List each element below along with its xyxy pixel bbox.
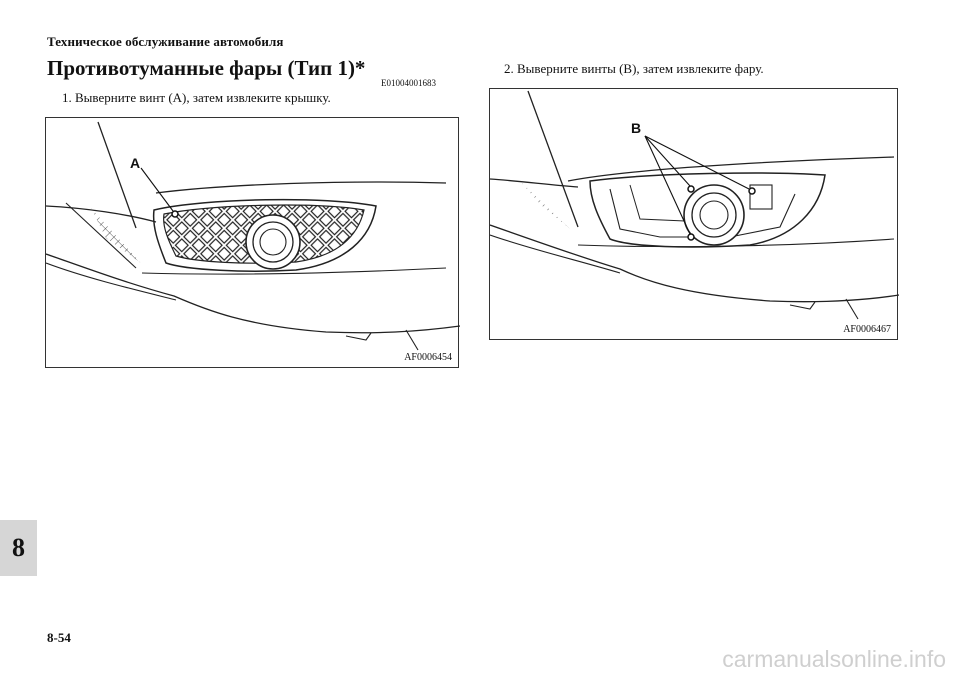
- figure-remove-fog-lamp: B AF0006467: [489, 88, 899, 340]
- callout-label-b: B: [631, 120, 642, 136]
- chapter-tab: [0, 520, 37, 576]
- step-1-text: 1. Выверните винт (A), затем извлеките к…: [62, 90, 331, 105]
- page-number: 8-54: [47, 630, 71, 645]
- chapter-number: 8: [12, 533, 25, 562]
- figure-2-code: AF0006467: [843, 324, 891, 335]
- figure-remove-cover: A AF0006454: [45, 117, 460, 368]
- section-title: Противотуманные фары (Тип 1)*: [47, 56, 366, 80]
- callout-label-a: A: [130, 155, 141, 171]
- running-header: Техническое обслуживание автомобиля: [47, 34, 284, 49]
- section-code: E01004001683: [381, 78, 436, 88]
- watermark: carmanualsonline.info: [722, 646, 946, 672]
- figure-1-code: AF0006454: [404, 352, 452, 363]
- fog-light-cover-illustration: [46, 121, 460, 351]
- fog-lamp-removal-illustration: [490, 90, 899, 320]
- step-2-text: 2. Выверните винты (B), затем извлеките …: [504, 61, 764, 76]
